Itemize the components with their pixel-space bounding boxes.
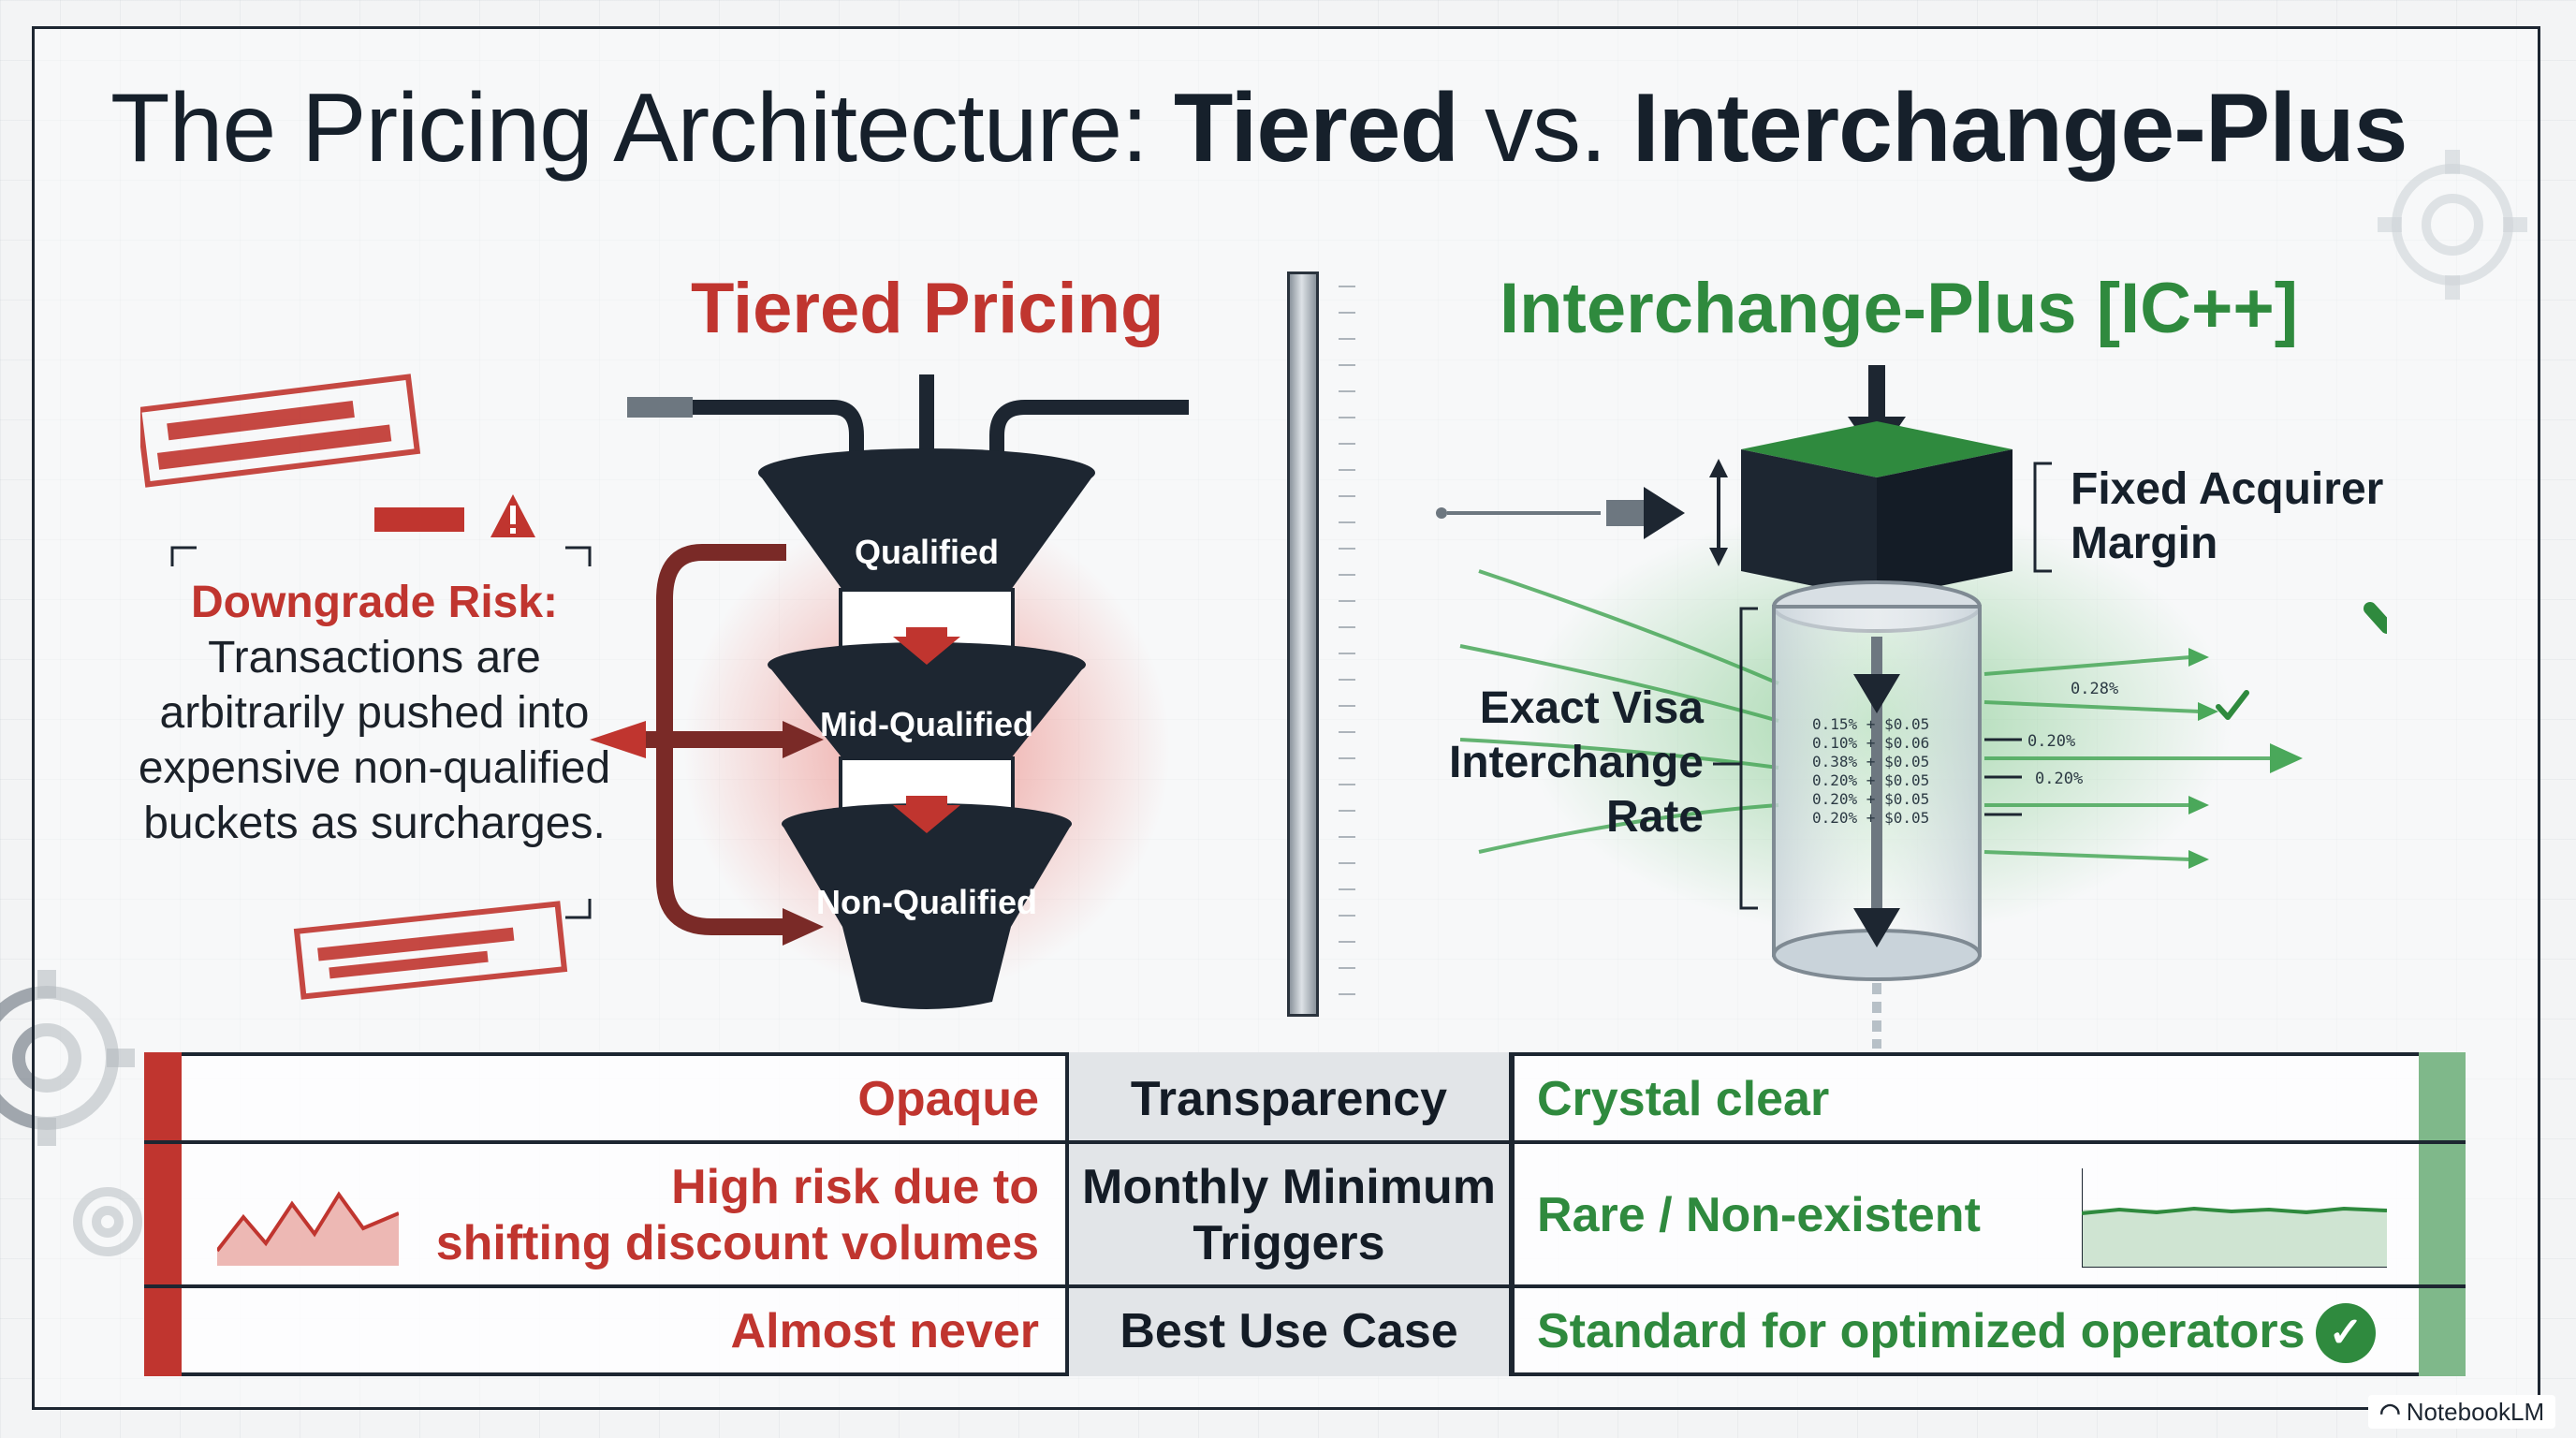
rate-line: 0.15% + $0.05 (1812, 715, 1930, 733)
funnel-mid-qualified: Mid-Qualified (820, 705, 1033, 743)
criteria-line-1: Monthly Minimum (1082, 1160, 1496, 1214)
stable-sparkline (2082, 1168, 2387, 1268)
table-cell-ic: Crystal clear (1537, 1072, 1830, 1126)
stamp-icon (140, 374, 421, 488)
criteria-line-2: Triggers (1193, 1216, 1385, 1270)
visa-line-1: Exact Visa (1479, 683, 1704, 733)
criteria-column (1065, 1052, 1513, 1376)
volatile-sparkline (217, 1191, 399, 1266)
rate-line: 0.38% + $0.05 (1812, 753, 1930, 770)
warning-icon (490, 494, 535, 537)
table-cell-criteria: Monthly Minimum Triggers (1065, 1159, 1513, 1271)
page-title: The Pricing Architecture: Tiered vs. Int… (110, 73, 2408, 184)
check-icon: ✓ (2316, 1303, 2376, 1363)
table-row-divider (144, 1284, 2466, 1288)
check-icon (2216, 602, 2387, 720)
brand-watermark: ◠NotebookLM (2368, 1395, 2556, 1429)
downgrade-risk-body: Transactions are arbitrarily pushed into… (138, 633, 611, 848)
downgrade-risk-callout: Downgrade Risk: Transactions are arbitra… (131, 575, 618, 851)
downgrade-risk-title: Downgrade Risk: (190, 578, 559, 627)
notebooklm-logo-icon: ◠ (2379, 1398, 2401, 1426)
rate-line: 0.20% + $0.05 (1812, 809, 1930, 827)
table-col-divider (1511, 1052, 1515, 1376)
table-row-divider (144, 1140, 2466, 1144)
rate-line: 0.20% + $0.05 (1812, 790, 1930, 808)
tiered-funnel-graphic (140, 374, 1189, 1009)
visa-line-3: Rate (1605, 792, 1704, 842)
ic-cylinder-graphic (1436, 365, 2387, 1049)
funnel-qualified: Qualified (854, 533, 1000, 571)
table-cell-tiered: Almost never (730, 1304, 1039, 1358)
margin-line-1: Fixed Acquirer (2071, 464, 2384, 514)
section-divider (1287, 271, 1319, 1017)
rate-line: 0.20% + $0.05 (1812, 771, 1930, 789)
rate-output: 0.28% (2071, 680, 2119, 698)
visa-line-2: Interchange (1448, 738, 1704, 787)
funnel-non-qualified: Non-Qualified (816, 883, 1037, 921)
fixed-acquirer-margin-label: Fixed Acquirer Margin (2071, 462, 2464, 571)
table-cell-criteria: Best Use Case (1120, 1304, 1458, 1358)
tiered-line-1: High risk due to (671, 1160, 1039, 1214)
rate-output: 0.20% (2035, 770, 2084, 788)
title-ic: Interchange-Plus (1632, 74, 2408, 183)
tiered-heading: Tiered Pricing (691, 269, 1164, 348)
table-cell-criteria: Transparency (1130, 1072, 1448, 1126)
tiered-accent-bar (144, 1052, 182, 1376)
rate-output: 0.20% (2027, 732, 2076, 751)
table-cell-ic: Rare / Non-existent (1537, 1188, 1981, 1242)
tiered-line-2: shifting discount volumes (435, 1216, 1039, 1270)
table-cell-tiered: Opaque (857, 1072, 1039, 1126)
table-cell-tiered: High risk due to shifting discount volum… (281, 1159, 1039, 1271)
title-vs: vs. (1458, 74, 1632, 183)
title-tiered: Tiered (1173, 74, 1459, 183)
table-cell-ic: Standard for optimized operators (1537, 1304, 2305, 1358)
ic-accent-bar (2419, 1052, 2466, 1376)
interchange-rates-list: 0.15% + $0.05 0.10% + $0.06 0.38% + $0.0… (1812, 715, 1954, 828)
brand-label: NotebookLM (2406, 1398, 2545, 1426)
exact-visa-label: Exact Visa Interchange Rate (1385, 682, 1704, 844)
title-prefix: The Pricing Architecture: (110, 74, 1174, 183)
ic-heading: Interchange-Plus [IC++] (1500, 269, 2299, 348)
divider-ruler (1339, 286, 1355, 1016)
rate-line: 0.10% + $0.06 (1812, 734, 1930, 752)
margin-line-2: Margin (2071, 519, 2218, 568)
